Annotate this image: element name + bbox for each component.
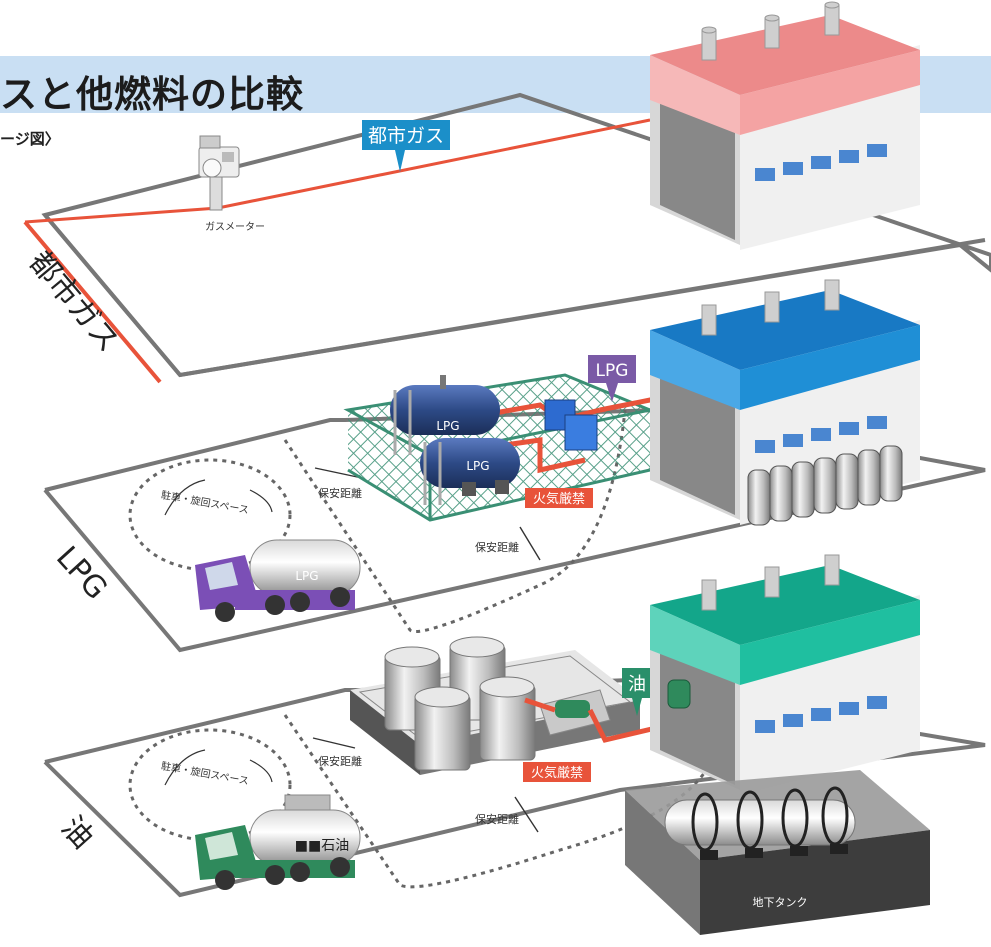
lpg-vaporizer xyxy=(544,399,598,451)
lpg-no-fire-label: 火気厳禁 xyxy=(533,491,585,507)
lpg-supply-tag: LPG xyxy=(588,355,636,402)
lpg-section-label: LPG xyxy=(49,540,114,607)
oil-truck-label: ■■石油 xyxy=(295,838,349,854)
lpg-tier: 駐車・旋回スペース 保安距離 保安距離 LPG xyxy=(43,279,986,653)
lpg-tank-truck xyxy=(195,539,361,622)
city-gas-tier: ガスメーター 都市ガス xyxy=(23,1,991,384)
oil-tank-truck xyxy=(195,794,361,890)
lpg-safety-distance-2: 保安距離 xyxy=(475,540,519,554)
oil-supply-tag-label: 油 xyxy=(628,674,646,695)
oil-section-label: 油 xyxy=(54,810,100,856)
gas-meter-icon xyxy=(198,135,240,211)
city-gas-pipe xyxy=(24,118,651,224)
oil-no-fire-label: 火気厳禁 xyxy=(531,765,583,781)
lpg-supply-tag-label: LPG xyxy=(596,361,629,381)
lpg-cylinders xyxy=(747,445,903,526)
underground-tank-label: 地下タンク xyxy=(753,896,808,909)
lpg-tank-2-label: LPG xyxy=(466,459,489,473)
underground-tank-pit xyxy=(625,770,930,935)
oil-factory xyxy=(650,554,920,795)
lpg-tank-1-label: LPG xyxy=(436,419,459,433)
oil-safety-distance-2: 保安距離 xyxy=(475,812,519,826)
oil-parking-label: 駐車・旋回スペース xyxy=(160,759,250,787)
oil-safety-distance-1: 保安距離 xyxy=(318,754,362,768)
lpg-parking-label: 駐車・旋回スペース xyxy=(160,488,250,516)
oil-parking-loop xyxy=(128,728,292,842)
lpg-safety-distance-1: 保安距離 xyxy=(318,486,362,500)
city-gas-tag-label: 都市ガス xyxy=(368,125,444,147)
city-gas-plate-edge xyxy=(43,213,986,378)
lpg-tank-2 xyxy=(420,438,520,505)
oil-pump-station xyxy=(539,689,611,736)
lpg-parking-loop xyxy=(128,458,292,572)
page-subtitle: ージ図〉 xyxy=(0,130,60,148)
city-gas-section-label: 都市ガス xyxy=(22,245,126,359)
oil-safety-boundary xyxy=(283,714,717,889)
lpg-truck-label: LPG xyxy=(295,569,318,583)
city-gas-factory xyxy=(650,1,920,250)
oil-tier: 駐車・旋回スペース 保安距離 保安距離 xyxy=(43,554,986,935)
oil-storage-tanks xyxy=(384,636,536,771)
oil-supply-tag: 油 xyxy=(622,668,652,716)
oil-no-fire-sign: 火気厳禁 xyxy=(523,762,591,782)
city-gas-street-pipe xyxy=(23,220,162,384)
gas-meter-label: ガスメーター xyxy=(205,221,265,233)
city-gas-tag: 都市ガス xyxy=(362,120,450,172)
lpg-no-fire-sign: 火気厳禁 xyxy=(525,488,593,508)
page-title: スと他燃料の比較 xyxy=(0,73,304,116)
lpg-tank-1 xyxy=(390,375,500,455)
